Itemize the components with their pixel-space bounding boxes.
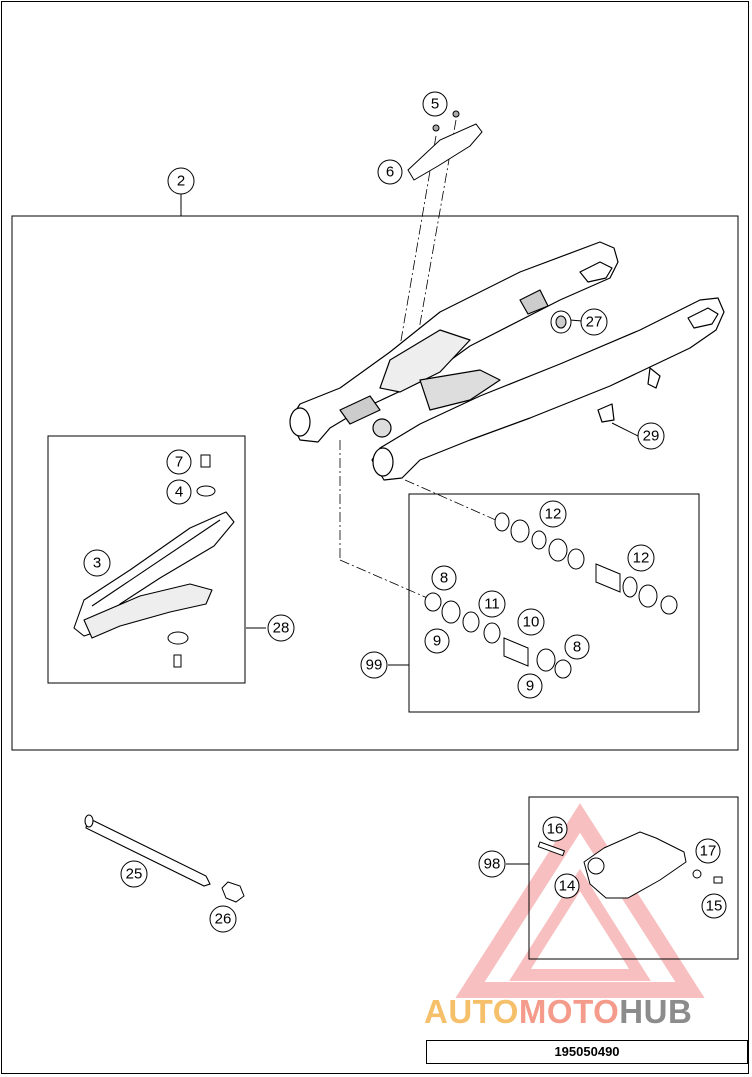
svg-text:4: 4 <box>175 484 183 501</box>
axle-25-drawing <box>84 814 211 887</box>
svg-text:6: 6 <box>386 164 394 181</box>
callout-26: 26 <box>209 905 237 933</box>
svg-text:3: 3 <box>93 555 101 572</box>
bearing-parts-drawing <box>424 512 678 679</box>
watermark-logo <box>455 803 705 998</box>
callout-7: 7 <box>166 449 192 475</box>
document-number: 195050490 <box>426 1040 748 1064</box>
callout-4: 4 <box>166 479 192 505</box>
svg-text:28: 28 <box>273 620 290 637</box>
svg-text:26: 26 <box>215 911 232 928</box>
svg-text:27: 27 <box>586 314 603 331</box>
callout-11: 11 <box>478 590 506 618</box>
swingarm-group-box <box>11 215 739 751</box>
callout-10: 10 <box>517 608 545 636</box>
callout-15: 15 <box>701 893 727 919</box>
callout-28: 28 <box>267 614 295 642</box>
callout-9b: 9 <box>517 673 543 699</box>
callout-3: 3 <box>83 549 111 577</box>
bearing-group-box <box>408 493 700 713</box>
svg-text:12: 12 <box>633 550 650 567</box>
svg-text:17: 17 <box>700 843 717 860</box>
callout-9a: 9 <box>424 628 450 654</box>
chain-guide-group-box <box>528 796 739 960</box>
callout-6: 6 <box>377 159 403 185</box>
callout-8a: 8 <box>431 565 457 591</box>
nut-26-drawing <box>221 881 245 903</box>
svg-text:9: 9 <box>433 633 441 650</box>
svg-text:9: 9 <box>526 678 534 695</box>
guard-6-drawing <box>407 110 483 181</box>
svg-text:25: 25 <box>126 866 143 883</box>
callout-25: 25 <box>120 860 148 888</box>
washer-4-drawing <box>196 485 216 497</box>
screw-7-drawing <box>200 454 211 468</box>
callout-99: 99 <box>360 651 388 679</box>
svg-text:29: 29 <box>643 428 660 445</box>
svg-text:12: 12 <box>545 506 562 523</box>
svg-text:16: 16 <box>547 821 564 838</box>
plug-27-drawing <box>550 310 572 334</box>
chain-slider-3-drawing <box>73 511 235 639</box>
callout-29: 29 <box>637 422 665 450</box>
slider-group-box <box>47 435 246 684</box>
chain-guide-drawing <box>537 831 723 899</box>
watermark-part-3: HUB <box>619 993 693 1030</box>
callout-12b: 12 <box>627 544 655 572</box>
svg-text:99: 99 <box>366 657 383 674</box>
svg-text:14: 14 <box>559 878 576 895</box>
callout-27: 27 <box>580 308 608 336</box>
watermark-part-2: MOTO <box>518 993 620 1030</box>
watermark-part-1: AUTO <box>424 993 519 1030</box>
svg-text:8: 8 <box>440 570 448 587</box>
callout-12a: 12 <box>539 500 567 528</box>
svg-text:2: 2 <box>177 173 185 190</box>
svg-text:98: 98 <box>484 856 501 873</box>
callout-16: 16 <box>542 816 568 842</box>
slider-bottom-fasteners <box>167 631 189 668</box>
svg-text:10: 10 <box>523 614 540 631</box>
callout-5: 5 <box>422 91 448 117</box>
leader-lines <box>180 194 639 865</box>
svg-text:7: 7 <box>175 454 183 471</box>
swingarm-drawing <box>289 241 725 481</box>
svg-text:11: 11 <box>484 596 500 613</box>
callout-17: 17 <box>695 838 721 864</box>
svg-text:8: 8 <box>573 639 581 656</box>
callout-2: 2 <box>167 167 195 195</box>
svg-text:15: 15 <box>706 898 723 915</box>
callout-8b: 8 <box>564 634 590 660</box>
watermark-text: AUTOMOTOHUB <box>424 992 750 1032</box>
callout-14: 14 <box>554 873 580 899</box>
callout-98: 98 <box>478 850 506 878</box>
svg-text:5: 5 <box>431 96 439 113</box>
